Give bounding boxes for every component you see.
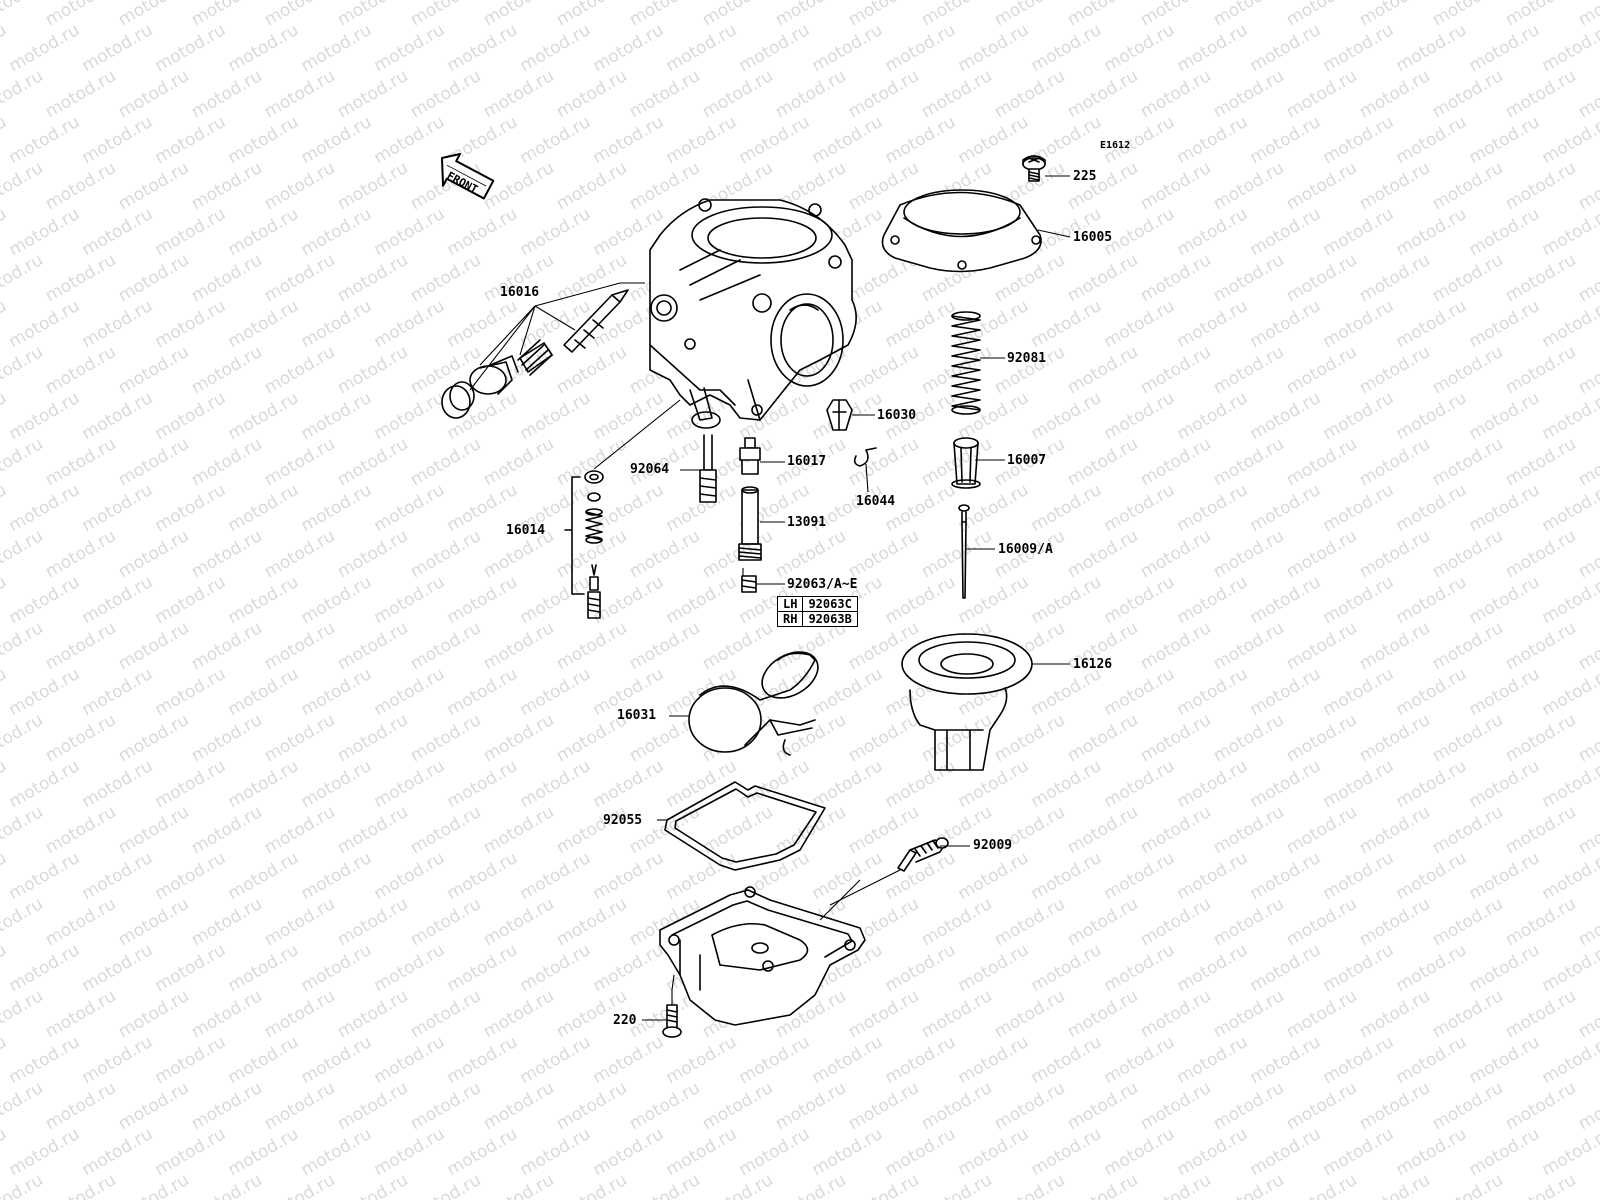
label-16007: 16007 [1007,453,1047,468]
leader-lines [469,175,1071,1021]
diaphragm-16126-icon [901,633,1033,771]
table-row: RH 92063B [776,611,858,627]
leader-16014 [564,476,585,595]
needle-jet-16017-icon [739,437,761,475]
needle-holder-16030-icon [826,399,853,431]
screw-225-icon [1022,155,1046,182]
drain-screw-92009-icon [897,837,949,872]
label-92009: 92009 [973,838,1013,853]
table-cell-part: 92063B [802,611,858,627]
label-16016: 16016 [500,285,540,300]
label-13091: 13091 [787,515,827,530]
pilot-jet-92064-icon [699,434,717,503]
label-92055: 92055 [603,813,643,828]
main-jet-table: LH 92063C RH 92063B [776,596,858,627]
starter-plunger-16031-icon [688,651,819,756]
main-jet-92063-icon [741,575,757,593]
table-cell-part: 92063C [802,596,858,612]
label-92063: 92063/A~E [787,577,858,592]
label-16017: 16017 [787,454,827,469]
label-16126: 16126 [1073,657,1113,672]
jet-needle-16009-icon [958,504,970,599]
front-arrow-icon [440,153,495,200]
pilot-screw-16016-icon [441,289,629,419]
screw-220-icon [662,1004,682,1038]
table-row: LH 92063C [776,596,858,612]
label-92081: 92081 [1007,351,1047,366]
needle-valve-16014-icon [584,470,604,619]
spring-seat-16007-icon [951,437,981,489]
table-cell-side: LH [776,596,804,612]
float-bowl-icon [659,886,866,1026]
label-16014: 16014 [506,523,546,538]
top-cover-16005-icon [881,189,1042,273]
spring-92081-icon [951,311,981,415]
label-16009: 16009/A [998,542,1053,557]
label-16031: 16031 [617,708,657,723]
reference-code: E1612 [1100,140,1131,151]
carburetor-body-icon [649,198,857,429]
label-16005: 16005 [1073,230,1113,245]
label-16030: 16030 [877,408,917,423]
clip-16044-icon [853,447,877,467]
label-225: 225 [1073,169,1097,184]
gasket-92055-icon [664,781,826,871]
label-92064: 92064 [630,462,670,477]
table-cell-side: RH [776,611,804,627]
label-220: 220 [613,1013,637,1028]
needle-jet-holder-13091-icon [738,486,762,561]
label-16044: 16044 [856,494,896,509]
